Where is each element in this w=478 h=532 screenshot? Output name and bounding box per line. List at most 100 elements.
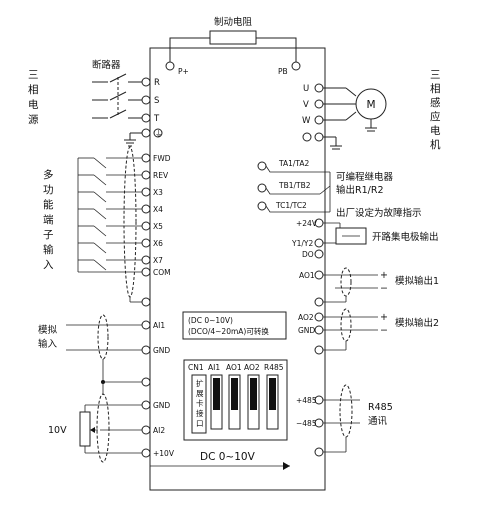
terminal-com [141,267,151,277]
terminal-tb [257,183,267,193]
terminal-rev [141,170,151,180]
terminal-ground-analog [141,377,151,387]
expansion-2: 卡 [196,398,204,408]
power-input-section: 三 相 电 源 断路器 R S T ⏚ [28,59,163,147]
terminal-v [314,99,324,109]
relay-coil-box [335,227,367,245]
rs485-section: +485 −485 R485 通讯 [296,384,393,457]
ai2-label: AI2 [153,426,165,435]
analog-input-section: 模拟 输入 AI1 GND 10V GND AI2 +10V [38,314,175,463]
multi-input-label-5: 输 [43,243,54,256]
multi-input-label-4: 子 [43,229,54,241]
rs485-plus-label: +485 [296,396,317,405]
jumper-ao1-switch [231,378,238,410]
rs485-minus-label: −485 [296,419,317,428]
terminal-ground-485 [314,447,324,457]
motor-label-4: 电 [430,124,441,137]
three-phase-power-label-2: 电 [28,98,39,111]
three-phase-power-label-1: 相 [28,83,39,96]
brake-resistor: 制动电阻 P+ PB [165,16,301,76]
jumper-ao2-switch [250,378,257,410]
brake-resistor-label: 制动电阻 [214,16,253,28]
s-label: S [154,96,159,106]
dc-note-1: (DCO/4~20mA)可转换 [188,326,269,336]
fwd-label: FWD [153,154,171,163]
terminal-x5 [141,221,151,231]
jumper-block: CN1 AI1 AO1 AO2 R485 扩 展 卡 接 口 [183,359,288,441]
three-phase-power-label-3: 源 [28,113,39,126]
ao2-minus: − [380,325,388,336]
motor-label-5: 机 [430,138,441,151]
tb-label: TB1/TB2 [278,181,311,190]
ai1-label: AI1 [153,321,165,330]
multi-input-label-1: 功 [43,184,54,196]
terminal-ta [257,161,267,171]
digital-input-section: 多 功 能 端 子 输 入 [43,146,171,307]
ao1-label: AO1 [299,271,315,280]
terminal-u [314,83,324,93]
pb-label: PB [278,67,288,76]
gnd-ao-label: GND [298,326,315,335]
ao1-plus: + [380,270,388,281]
w-label: W [302,116,311,126]
relay-output-section: TA1/TA2 TB1/TB2 TC1/TC2 可编程继电器 输出R1/R2 出… [257,159,422,219]
terminal-x6 [141,238,151,248]
jumper-r485-switch [269,378,276,410]
terminal-gnd-1 [141,345,151,355]
com-label: COM [153,268,171,277]
jumper-ai1: AI1 [208,363,220,372]
p-plus-label: P+ [178,67,189,76]
ground-terminal-left [153,128,163,138]
motor-output-section: U V W M 三 相 感 应 电 机 [302,69,441,151]
terminal-p-plus [165,61,175,71]
ao2-plus: + [380,312,388,323]
multi-input-label-0: 多 [43,168,54,181]
terminal-ground-ao2 [314,345,324,355]
digital-shield [123,146,137,298]
motor-label-2: 感 [430,96,441,109]
terminal-ai2 [141,425,151,435]
analog-out1-label: 模拟输出1 [395,275,439,287]
dc-note-0: (DC 0~10V) [188,316,233,325]
terminal-w [314,115,324,125]
terminal-t [141,113,151,123]
r-label: R [154,78,160,88]
svg-text:⏚: ⏚ [155,129,163,138]
expansion-slot [191,374,207,434]
fault-label: 出厂设定为故障指示 [336,207,422,219]
terminal-tc [257,201,267,211]
jumper-ai1-switch [213,378,220,410]
terminal-fwd [141,153,151,163]
potentiometer [79,411,91,447]
terminal-gnd-2 [141,400,151,410]
expansion-0: 扩 [196,378,204,388]
terminal-ao2 [314,312,324,322]
open-collector-section: +24V Y1/Y2 DO 开路集电极输出 AO1 + − 模拟输出1 AO2 … [291,218,439,355]
terminal-10v [141,448,151,458]
terminal-x3 [141,187,151,197]
terminal-s [141,95,151,105]
analog-input-label-0: 模拟 [38,324,58,336]
gnd1-label: GND [153,346,170,355]
expansion-4: 口 [196,419,204,428]
breaker-label: 断路器 [92,59,121,71]
x3-label: X3 [153,188,163,197]
plus10v-label: +10V [153,449,175,458]
jumper-r485: R485 [264,363,284,372]
jumper-ao1: AO1 [226,363,242,372]
jumper-ao2: AO2 [244,363,260,372]
motor-label-1: 相 [430,82,441,95]
terminal-x7 [141,255,151,265]
three-phase-power-label-0: 三 [28,69,39,81]
expansion-1: 展 [196,389,204,398]
dc-bottom-label: DC 0~10V [200,451,256,463]
ten-volt-label: 10V [48,425,67,436]
terminal-ground-digital [141,297,151,307]
relay-label-0: 可编程继电器 [336,171,394,183]
terminal-x4 [141,204,151,214]
relay-label-1: 输出R1/R2 [336,184,384,196]
motor-m-label: M [366,99,375,111]
terminal-do [314,249,324,259]
analog-out2-label: 模拟输出2 [395,317,439,329]
